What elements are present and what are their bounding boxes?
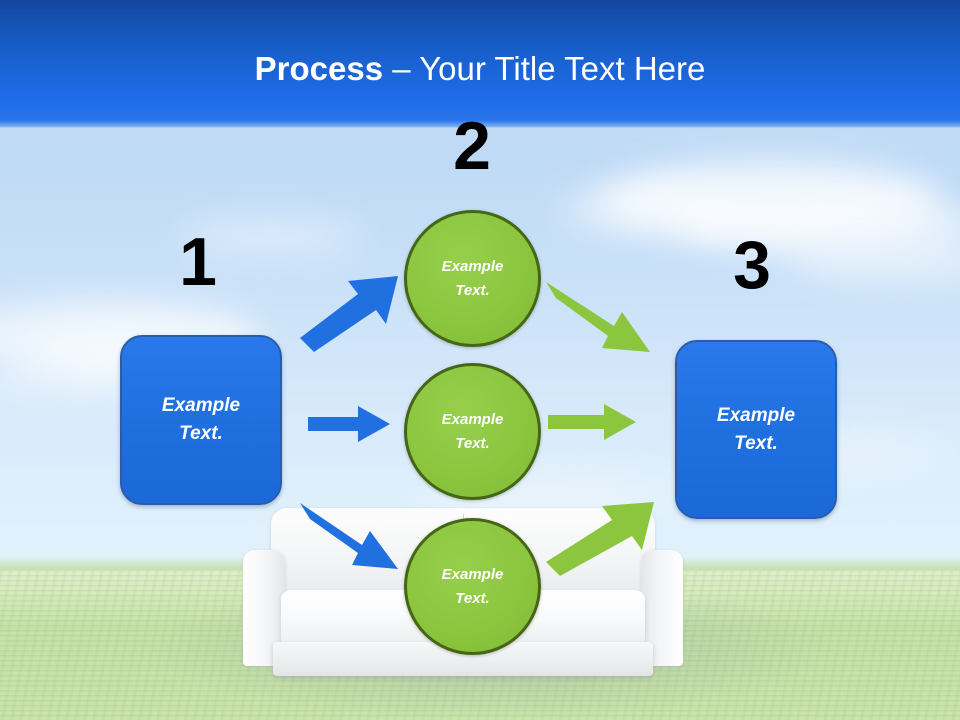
- circle-bottom-line-1: Example: [441, 565, 504, 583]
- arrow-right-blue-icon: [308, 406, 390, 442]
- arrow-up-right-blue-icon: [300, 276, 398, 352]
- step-number-2: 2: [453, 108, 491, 184]
- process-circle-bottom[interactable]: Example Text.: [404, 518, 541, 655]
- box-left-line-2: Text.: [179, 423, 223, 444]
- process-circle-top[interactable]: Example Text.: [404, 210, 541, 347]
- box-right-line-1: Example: [716, 404, 796, 426]
- cloud-shape: [790, 240, 960, 285]
- process-box-left[interactable]: Example Text.: [120, 335, 282, 505]
- process-circle-middle[interactable]: Example Text.: [404, 363, 541, 500]
- cloud-shape: [680, 195, 960, 255]
- circle-middle-line-1: Example: [441, 410, 504, 428]
- box-right-line-2: Text.: [734, 432, 778, 454]
- title-rest-part: – Your Title Text Here: [383, 50, 706, 87]
- title-banner: [0, 0, 960, 128]
- arrow-up-right-green-icon: [546, 502, 654, 576]
- page-title: Process – Your Title Text Here: [0, 49, 960, 89]
- circle-top-line-1: Example: [441, 257, 504, 275]
- step-number-3: 3: [733, 227, 771, 303]
- arrow-right-green-icon: [548, 404, 636, 440]
- circle-top-line-2: Text.: [455, 281, 490, 299]
- step-number-1: 1: [179, 224, 217, 300]
- arrow-down-right-green-icon: [546, 282, 650, 352]
- cloud-shape: [180, 215, 360, 257]
- title-bold-part: Process: [254, 50, 384, 87]
- circle-bottom-line-2: Text.: [455, 589, 490, 607]
- cloud-shape: [560, 185, 740, 235]
- process-box-right[interactable]: Example Text.: [675, 340, 837, 519]
- arrow-down-right-blue-icon: [300, 503, 398, 569]
- box-left-line-1: Example: [161, 395, 241, 416]
- circle-middle-line-2: Text.: [455, 434, 490, 452]
